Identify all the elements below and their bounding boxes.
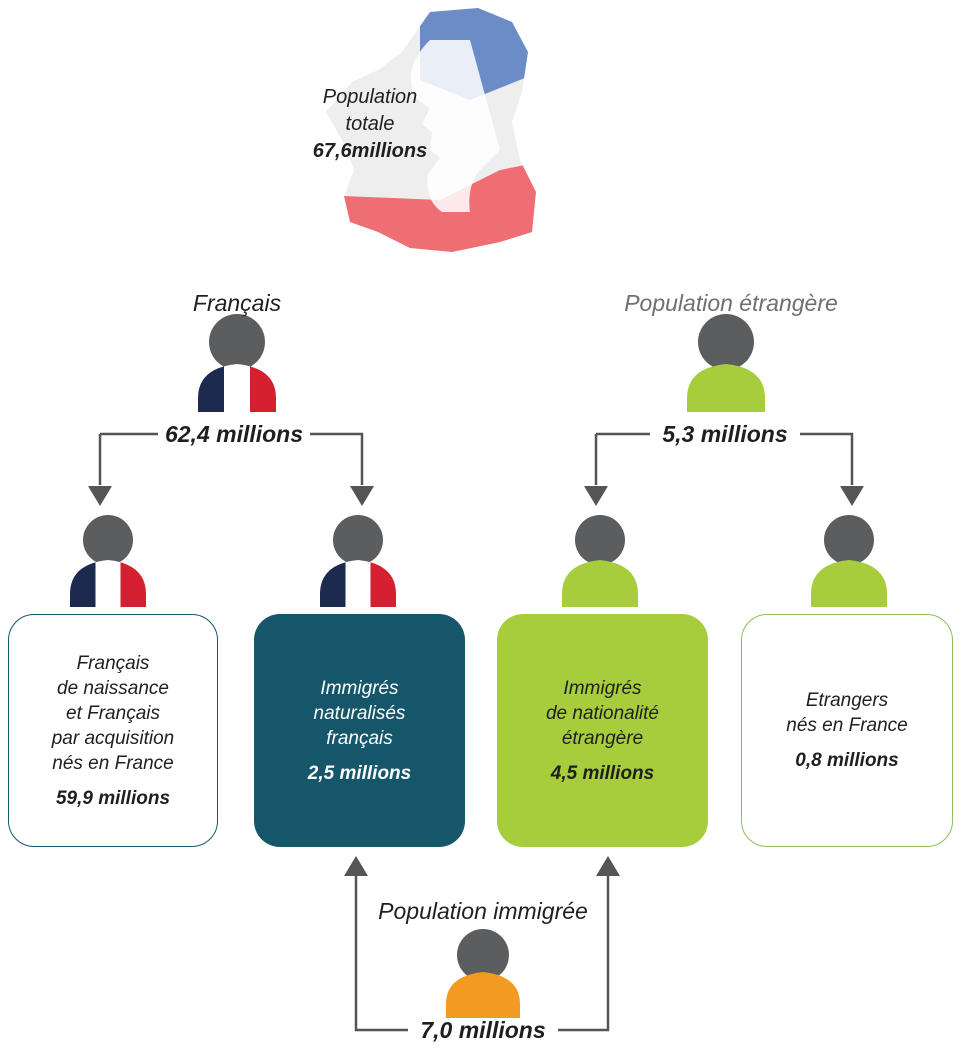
- arrow-down-icon: [584, 486, 608, 506]
- box-francais-naissance-value: 59,9 millions: [55, 787, 171, 809]
- heading-population-etrangere: Population étrangère: [624, 290, 838, 316]
- box-francais-naissance-text: Français de naissance et Français par ac…: [51, 652, 175, 774]
- map-label-line2: totale: [345, 113, 395, 135]
- amount-francais: 62,4 millions: [158, 423, 310, 446]
- heading-population-immigree: Population immigrée: [378, 898, 588, 924]
- person-icon-etrangers-nes-france: [811, 515, 887, 607]
- francais-connectors: [98, 432, 364, 485]
- france-map-icon: [326, 8, 536, 252]
- box-immigres-naturalises-value: 2,5 millions: [307, 762, 412, 784]
- box-immigres-nationalite-etrangere-text: Immigrés de nationalité étrangère: [545, 677, 660, 749]
- box-immigres-nationalite-etrangere-value: 4,5 millions: [550, 762, 655, 784]
- person-icon-etrangere: [687, 314, 765, 412]
- box-immigres-naturalises-text: Immigrés naturalisés français: [313, 677, 406, 749]
- person-icon-francais: [198, 314, 276, 412]
- immigree-connectors: [354, 874, 610, 1032]
- person-icon-immigree: [446, 929, 520, 1018]
- population-totale-label: Population totale 67,6millions: [300, 84, 440, 165]
- person-icon-naturalises: [320, 515, 396, 607]
- map-label-line1: Population: [322, 86, 418, 108]
- amount-etrangere: 5,3 millions: [650, 423, 800, 446]
- map-total-value: 67,6millions: [312, 140, 428, 162]
- arrow-down-icon: [350, 486, 374, 506]
- box-immigres-nationalite-etrangere: Immigrés de nationalité étrangère 4,5 mi…: [497, 614, 708, 847]
- box-etrangers-nes-france: Etrangers nés en France 0,8 millions: [741, 614, 953, 847]
- box-etrangers-nes-france-text: Etrangers nés en France: [786, 690, 908, 736]
- person-icon-francais-naissance: [70, 515, 146, 607]
- heading-francais: Français: [192, 290, 282, 316]
- person-icon-immigres-etrangers: [562, 515, 638, 607]
- box-immigres-naturalises: Immigrés naturalisés français 2,5 millio…: [254, 614, 465, 847]
- etrangere-connectors: [594, 432, 854, 485]
- arrow-down-icon: [840, 486, 864, 506]
- box-etrangers-nes-france-value: 0,8 millions: [795, 750, 899, 771]
- amount-immigree: 7,0 millions: [408, 1019, 558, 1042]
- arrow-up-icon: [596, 856, 620, 876]
- arrow-up-icon: [344, 856, 368, 876]
- arrow-down-icon: [88, 486, 112, 506]
- box-francais-naissance: Français de naissance et Français par ac…: [8, 614, 218, 847]
